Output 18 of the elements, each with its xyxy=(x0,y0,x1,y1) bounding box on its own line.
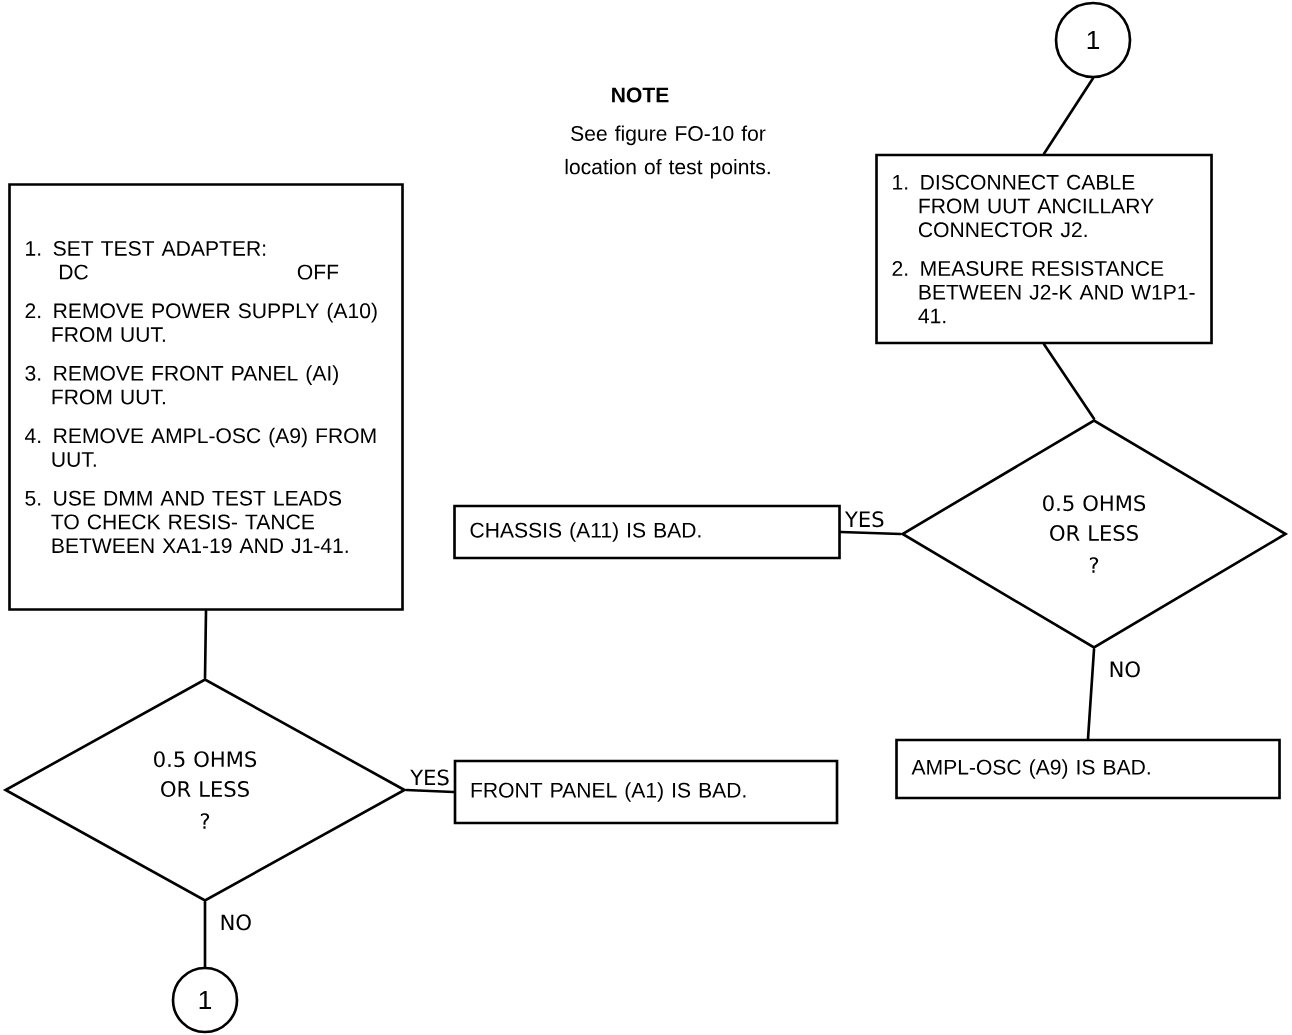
step-box: 1. DISCONNECT CABLE FROM UUT ANCILLARY CONNECTOR J2. 2. MEASURE RESISTANCE BETWEEN J2-K AND W1P1-41. xyxy=(875,153,1213,345)
connector-line xyxy=(405,788,455,794)
connector-line xyxy=(1086,648,1096,740)
connector-line xyxy=(1042,77,1095,155)
connector-line xyxy=(1042,343,1096,420)
note-heading: NOTE xyxy=(612,87,669,103)
connector-line xyxy=(839,530,903,536)
connector-line xyxy=(203,901,207,969)
edge-label: YES xyxy=(843,509,887,529)
note-text: See figure FO-10 for location of test points. xyxy=(565,125,770,179)
edge-label: YES xyxy=(408,767,452,788)
edge-label: NO xyxy=(1106,659,1143,680)
step-box: 1. SET TEST ADAPTER: DC OFF 2. REMOVE POWER SUPPLY (A10) FROM UUT. 3. REMOVE FRONT PANEL (AI) FROM UUT. 4. REMOVE AMPL-OSC (A9) FROM UUT. 5. USE DMM AND TEST LEADS TO CHECK RESIS- TANCE BETWEEN XA1-19 AND J1-41. xyxy=(8,183,404,611)
result-box: AMPL-OSC (A9) IS BAD. xyxy=(895,738,1281,800)
edge-label: NO xyxy=(217,912,254,933)
result-box: CHASSIS (A11) IS BAD. xyxy=(453,504,841,560)
result-box: FRONT PANEL (A1) IS BAD. xyxy=(453,759,839,825)
connector-line xyxy=(203,609,208,679)
